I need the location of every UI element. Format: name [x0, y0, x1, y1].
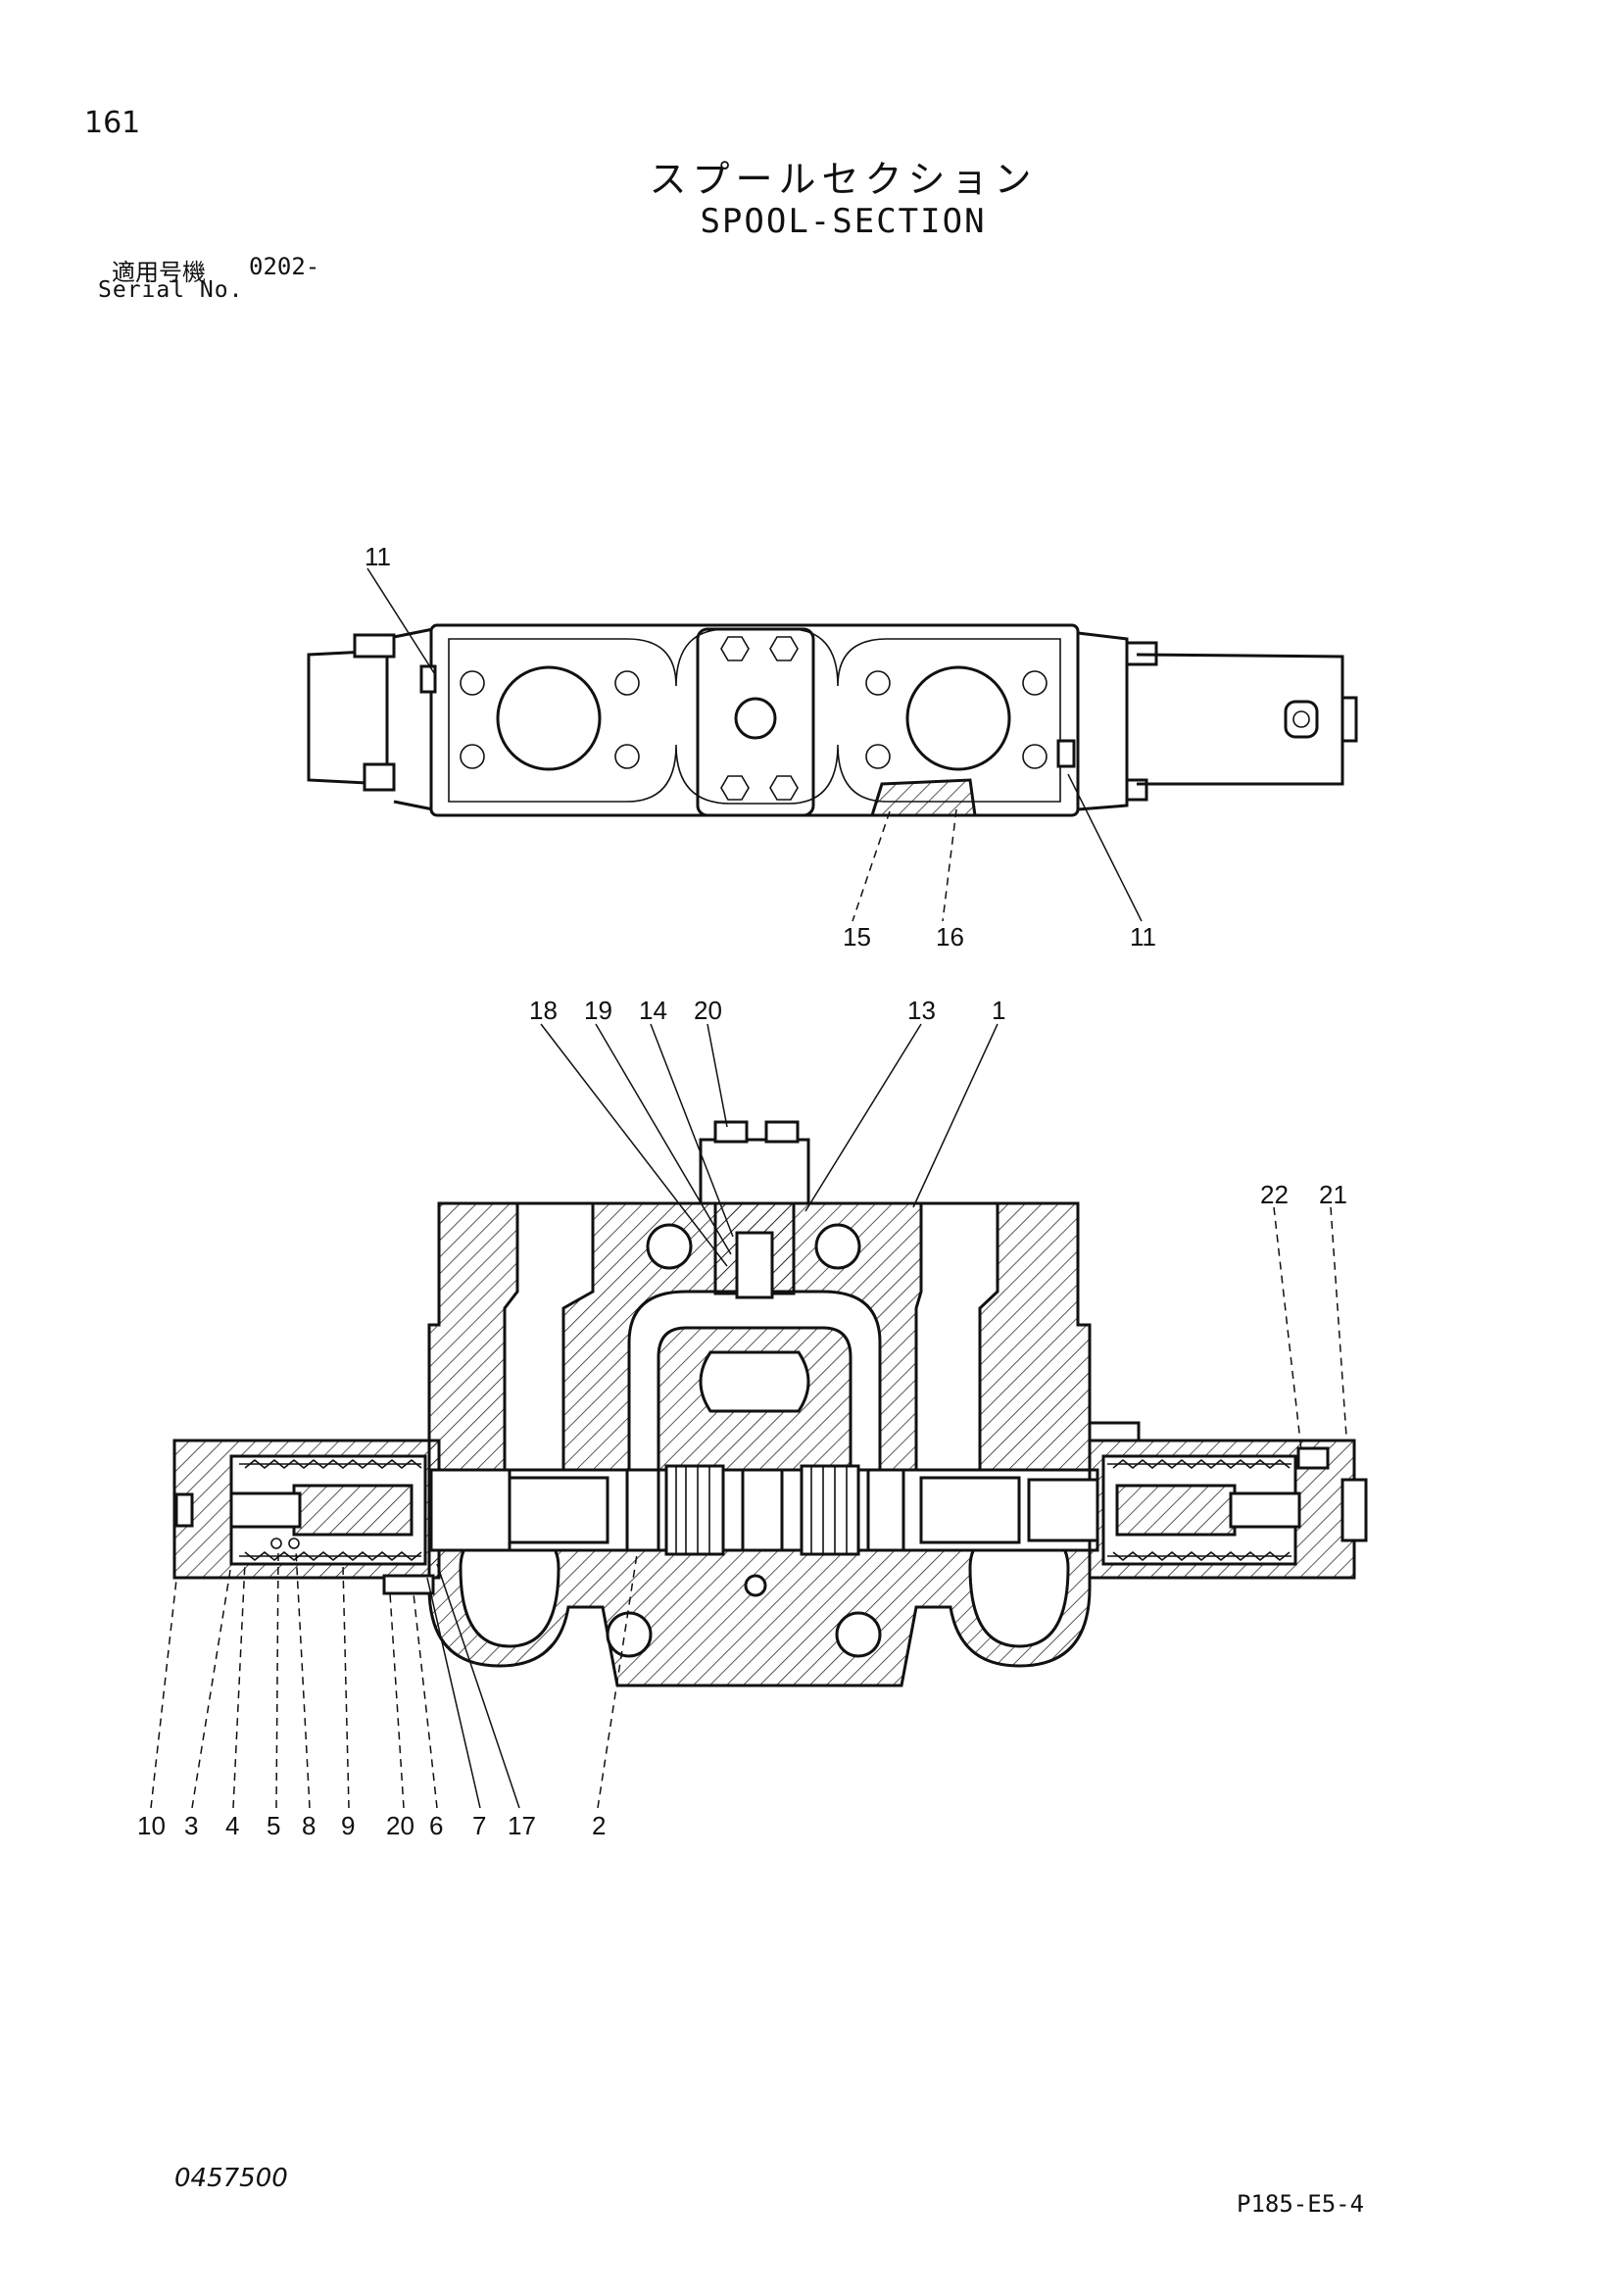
- callout-2: 2: [592, 1811, 606, 1840]
- top-view-drawing: [307, 623, 1358, 817]
- callout-6: 6: [429, 1811, 443, 1840]
- callout-1: 1: [992, 996, 1005, 1025]
- callout-20-top: 20: [694, 996, 722, 1025]
- callout-11-upper: 11: [365, 542, 391, 571]
- callout-19: 19: [584, 996, 612, 1025]
- callout-13: 13: [907, 996, 936, 1025]
- serial-label-japanese: 適用号機: [112, 259, 206, 286]
- title-english: SPOOL-SECTION: [700, 202, 987, 241]
- callout-9: 9: [341, 1811, 355, 1840]
- callout-17: 17: [508, 1811, 536, 1840]
- serial-label-english: Serial No.: [98, 277, 244, 303]
- document-number: 0457500: [174, 2164, 288, 2193]
- callout-20-bottom: 20: [386, 1811, 414, 1840]
- page-code: P185-E5-4: [1237, 2190, 1365, 2218]
- callout-8: 8: [302, 1811, 316, 1840]
- callout-5: 5: [267, 1811, 280, 1840]
- callout-21: 21: [1319, 1180, 1347, 1209]
- callout-18: 18: [529, 996, 558, 1025]
- title-japanese: スプールセクション: [649, 158, 1038, 201]
- callout-7: 7: [472, 1811, 486, 1840]
- serial-value: 0202-: [249, 253, 320, 280]
- callout-16: 16: [936, 922, 964, 952]
- callout-14: 14: [639, 996, 667, 1025]
- callout-15: 15: [843, 922, 871, 952]
- callout-22: 22: [1260, 1180, 1289, 1209]
- callout-4: 4: [225, 1811, 239, 1840]
- callout-10: 10: [137, 1811, 166, 1840]
- section-view-leaders: [150, 1023, 1347, 1809]
- page-number: 161: [84, 106, 141, 140]
- callout-11-lower: 11: [1130, 922, 1156, 952]
- section-view-drawing: [172, 1120, 1368, 1687]
- callout-3: 3: [184, 1811, 198, 1840]
- top-view-leaders: [366, 567, 1143, 922]
